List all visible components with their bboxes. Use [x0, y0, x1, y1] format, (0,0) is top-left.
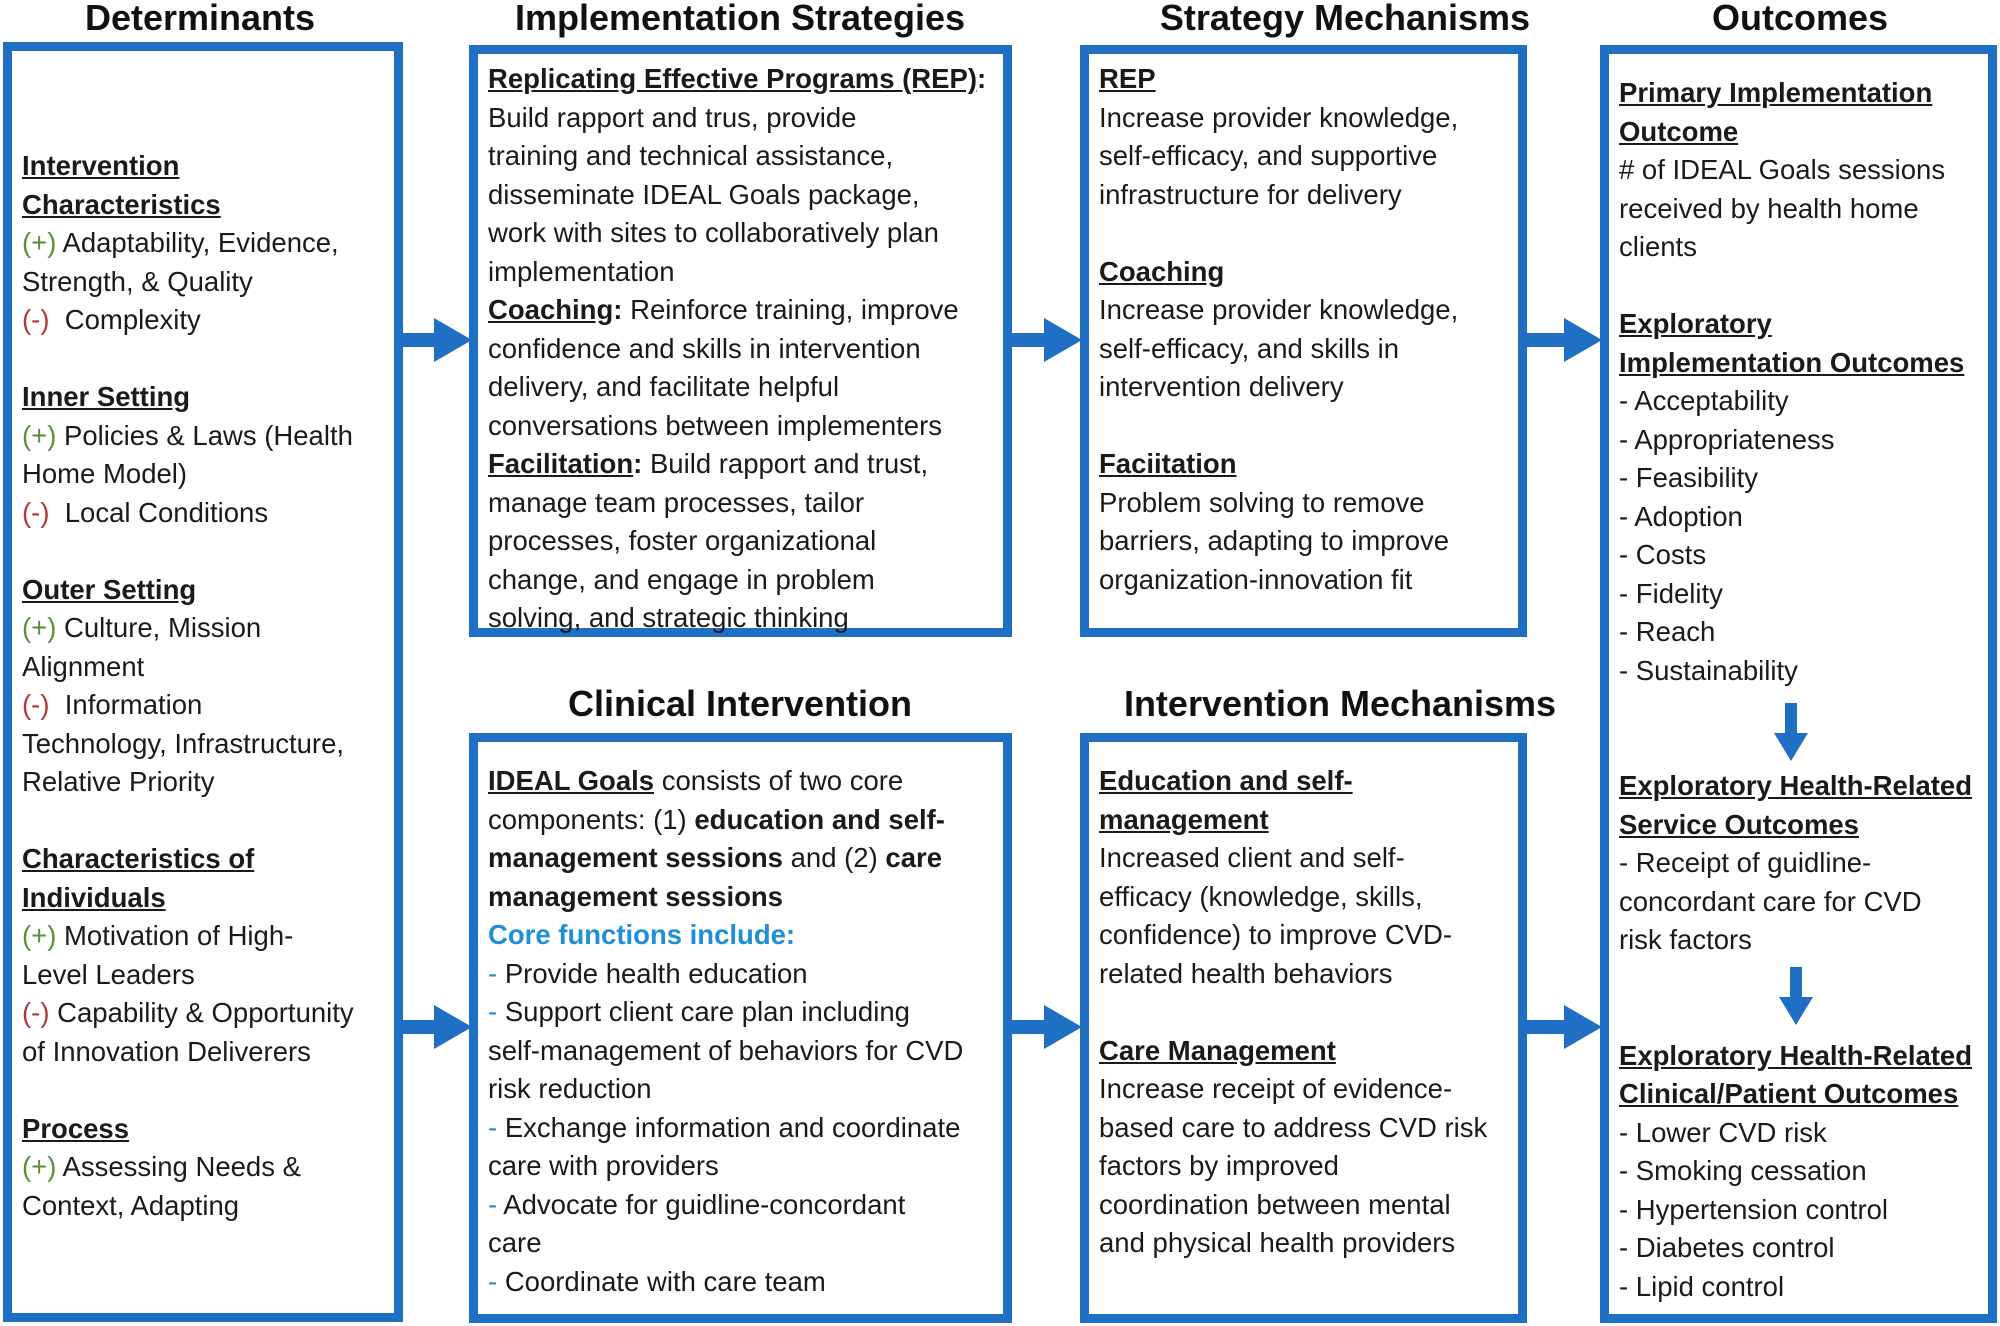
determinant-item: Relative Priority — [22, 766, 215, 797]
outcome-item: - Appropriateness — [1619, 423, 1835, 455]
arrow-right-icon — [1523, 1005, 1602, 1049]
determinant-item: (-) Information — [22, 689, 203, 720]
determinant-item: (+) Motivation of High- — [22, 920, 294, 951]
determinant-heading: Individuals — [22, 881, 166, 913]
clinical-intervention-box: IDEAL Goals consists of two core compone… — [469, 733, 1012, 1323]
outcome-item: - Hypertension control — [1619, 1193, 1889, 1225]
outcome-item: - Lipid control — [1619, 1270, 1785, 1302]
rep-heading: Replicating Effective Programs (REP) — [488, 63, 978, 94]
clinical-intervention-title: Clinical Intervention — [567, 683, 913, 724]
rep-mechanism-heading: REP — [1099, 63, 1156, 94]
outcome-item: - Lower CVD risk — [1619, 1116, 1827, 1148]
core-function-item: - Coordinate with care team — [488, 1265, 826, 1297]
coaching-heading: Coaching — [488, 294, 614, 325]
determinant-heading: Characteristics — [22, 188, 221, 220]
outcome-item: - Acceptability — [1619, 385, 1789, 416]
ideal-goals-heading: IDEAL Goals — [488, 765, 655, 796]
core-function-item: - Support client care plan including — [488, 996, 910, 1027]
determinant-item: Strength, & Quality — [22, 265, 253, 297]
arrow-right-icon — [400, 318, 472, 362]
primary-outcome-heading: Primary Implementation — [1619, 77, 1933, 108]
core-function-item: - Exchange information and coordinate — [488, 1111, 961, 1143]
exploratory-implementation-heading: Exploratory — [1619, 308, 1772, 339]
determinant-item: Technology, Infrastructure, — [22, 727, 345, 759]
minus-sign: (-) — [22, 997, 50, 1028]
outcomes-title: Outcomes — [1711, 0, 1889, 38]
arrow-right-icon — [400, 1005, 472, 1049]
determinant-heading: Intervention — [22, 150, 180, 181]
determinant-heading: Process — [22, 1112, 130, 1144]
arrow-down-icon — [1774, 703, 1808, 761]
determinant-item: (+) Policies & Laws (Health — [22, 419, 353, 451]
determinant-item: (+) Culture, Mission — [22, 612, 262, 643]
outcome-item: - Costs — [1619, 539, 1707, 570]
outcome-item: - Sustainability — [1619, 654, 1798, 686]
education-mechanism-heading: Education and self- — [1099, 765, 1353, 796]
implementation-strategies-box: Replicating Effective Programs (REP): Bu… — [469, 45, 1012, 637]
facilitation-heading: Facilitation — [488, 448, 634, 479]
arrow-right-icon — [1008, 1005, 1082, 1049]
minus-sign: (-) — [22, 689, 50, 720]
plus-sign: (+) — [22, 227, 57, 258]
outcome-item: - Feasibility — [1619, 462, 1759, 493]
arrow-right-icon — [1523, 318, 1602, 362]
outcome-item: - Reach — [1619, 616, 1716, 647]
determinant-item: (+) Assessing Needs & — [22, 1151, 301, 1182]
minus-sign: (-) — [22, 304, 50, 335]
core-function-item: - Advocate for guidline-concordant — [488, 1188, 906, 1220]
strategies-title: Implementation Strategies — [514, 0, 966, 38]
determinant-item: (-) Local Conditions — [22, 496, 269, 528]
strategy-mechanisms-box: REP Increase provider knowledge, self-ef… — [1080, 45, 1527, 637]
plus-sign: (+) — [22, 612, 57, 643]
determinant-item: (+) Adaptability, Evidence, — [22, 227, 339, 258]
service-outcomes-heading: Exploratory Health-Related — [1619, 770, 1973, 801]
determinant-item: Context, Adapting — [22, 1189, 240, 1221]
care-management-heading: Care Management — [1099, 1034, 1336, 1066]
minus-sign: (-) — [22, 496, 50, 528]
plus-sign: (+) — [22, 419, 57, 451]
arrow-right-icon — [1008, 318, 1082, 362]
determinant-item: Home Model) — [22, 458, 188, 489]
core-function-item: - Provide health education — [488, 957, 808, 989]
determinants-box: Intervention Characteristics (+) Adaptab… — [3, 42, 403, 1322]
strategy-mechanisms-title: Strategy Mechanisms — [1159, 0, 1531, 38]
determinant-heading: Characteristics of — [22, 843, 255, 874]
clinical-outcomes-heading: Exploratory Health-Related — [1619, 1039, 1973, 1071]
outcome-item: - Fidelity — [1619, 577, 1723, 609]
determinant-item: (-) Capability & Opportunity — [22, 997, 354, 1028]
plus-sign: (+) — [22, 1151, 57, 1182]
outcome-item: - Diabetes control — [1619, 1232, 1835, 1263]
arrow-down-icon — [1779, 967, 1813, 1025]
determinant-heading: Outer Setting — [22, 573, 197, 605]
determinant-item: Alignment — [22, 650, 145, 682]
coaching-mechanism-heading: Coaching — [1099, 255, 1225, 287]
intervention-mechanisms-title: Intervention Mechanisms — [1123, 683, 1557, 724]
determinant-item: of Innovation Deliverers — [22, 1035, 311, 1067]
outcomes-box: Primary Implementation Outcome # of IDEA… — [1600, 45, 1997, 1323]
core-functions-label: Core functions include: — [488, 919, 796, 950]
determinant-item: Level Leaders — [22, 958, 195, 990]
outcome-item: - Adoption — [1619, 500, 1743, 532]
determinant-item: (-) Complexity — [22, 304, 201, 335]
facilitation-mechanism-heading: Faciitation — [1099, 448, 1237, 479]
outcome-item: - Smoking cessation — [1619, 1155, 1867, 1186]
determinants-title: Determinants — [84, 0, 316, 38]
plus-sign: (+) — [22, 920, 57, 951]
intervention-mechanisms-box: Education and self- management Increased… — [1080, 733, 1527, 1323]
determinant-heading: Inner Setting — [22, 381, 191, 412]
